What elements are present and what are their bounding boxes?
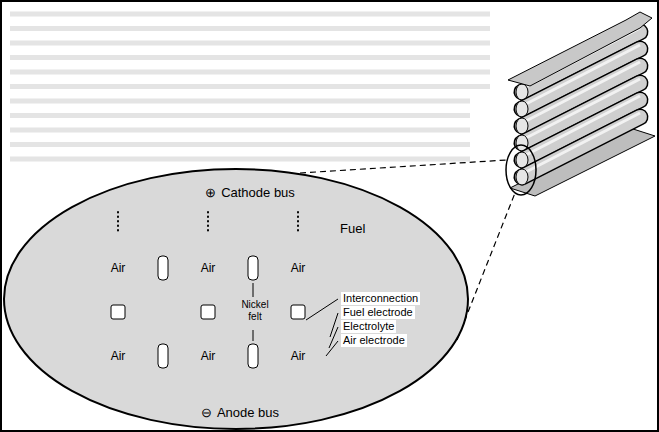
bus-label: Cathode bus <box>221 185 295 201</box>
cell-label: Air <box>111 261 126 275</box>
cell-label: Air <box>201 349 216 363</box>
tube-end <box>516 169 528 185</box>
layer-label: Fuel electrode <box>341 306 415 319</box>
leader-line <box>253 283 254 297</box>
nickel-felt-piece <box>248 256 258 280</box>
detail-circle <box>506 145 536 195</box>
part-label: Nickel felt <box>234 299 276 323</box>
leader-line <box>253 330 254 341</box>
cell-label: Air <box>291 349 306 363</box>
current-collector-link <box>207 212 209 231</box>
faded-text-line <box>10 26 490 31</box>
faded-text-line <box>10 70 490 75</box>
detail-leader <box>300 160 507 173</box>
tube-bundle <box>508 12 655 196</box>
leader-line <box>329 327 338 348</box>
faded-text-line <box>10 84 490 89</box>
bus-label: Anode bus <box>217 405 279 421</box>
layer-label: Electrolyte <box>341 320 396 333</box>
nickel-felt-piece <box>158 256 168 280</box>
nickel-felt-piece <box>158 344 168 368</box>
faded-text-line <box>10 113 470 118</box>
region-label: Fuel <box>340 221 365 236</box>
leader-line <box>330 313 338 337</box>
layer-label: Interconnection <box>341 292 420 305</box>
tube-body <box>522 117 640 177</box>
leader-line <box>306 299 338 320</box>
faded-text-line <box>10 142 470 147</box>
cell-label: Air <box>201 261 216 275</box>
top-plate <box>508 12 652 86</box>
faded-text-line <box>10 128 470 133</box>
polarity-symbol: ⊕ <box>205 185 216 201</box>
nickel-felt <box>111 256 305 368</box>
polarity-symbol: ⊖ <box>201 405 212 421</box>
current-collector-link <box>117 212 119 231</box>
tube-outline <box>522 117 640 177</box>
faded-text-line <box>10 157 470 162</box>
tube-highlight <box>524 113 640 173</box>
nickel-felt-piece <box>248 344 258 368</box>
leader-line <box>326 341 338 356</box>
connector-group <box>118 212 298 231</box>
layer-label: Air electrode <box>341 334 407 347</box>
faded-page-text <box>10 14 490 159</box>
cell-label: Air <box>291 261 306 275</box>
nickel-felt-piece <box>111 305 125 319</box>
faded-text-line <box>10 12 490 17</box>
nickel-felt-piece <box>201 305 215 319</box>
current-collector-link <box>297 212 299 231</box>
faded-text-line <box>10 41 490 46</box>
fuel-region <box>4 169 468 429</box>
nickel-felt-piece <box>291 305 305 319</box>
faded-text-line <box>10 99 470 104</box>
faded-text-line <box>10 55 490 60</box>
cell-label: Air <box>111 349 126 363</box>
